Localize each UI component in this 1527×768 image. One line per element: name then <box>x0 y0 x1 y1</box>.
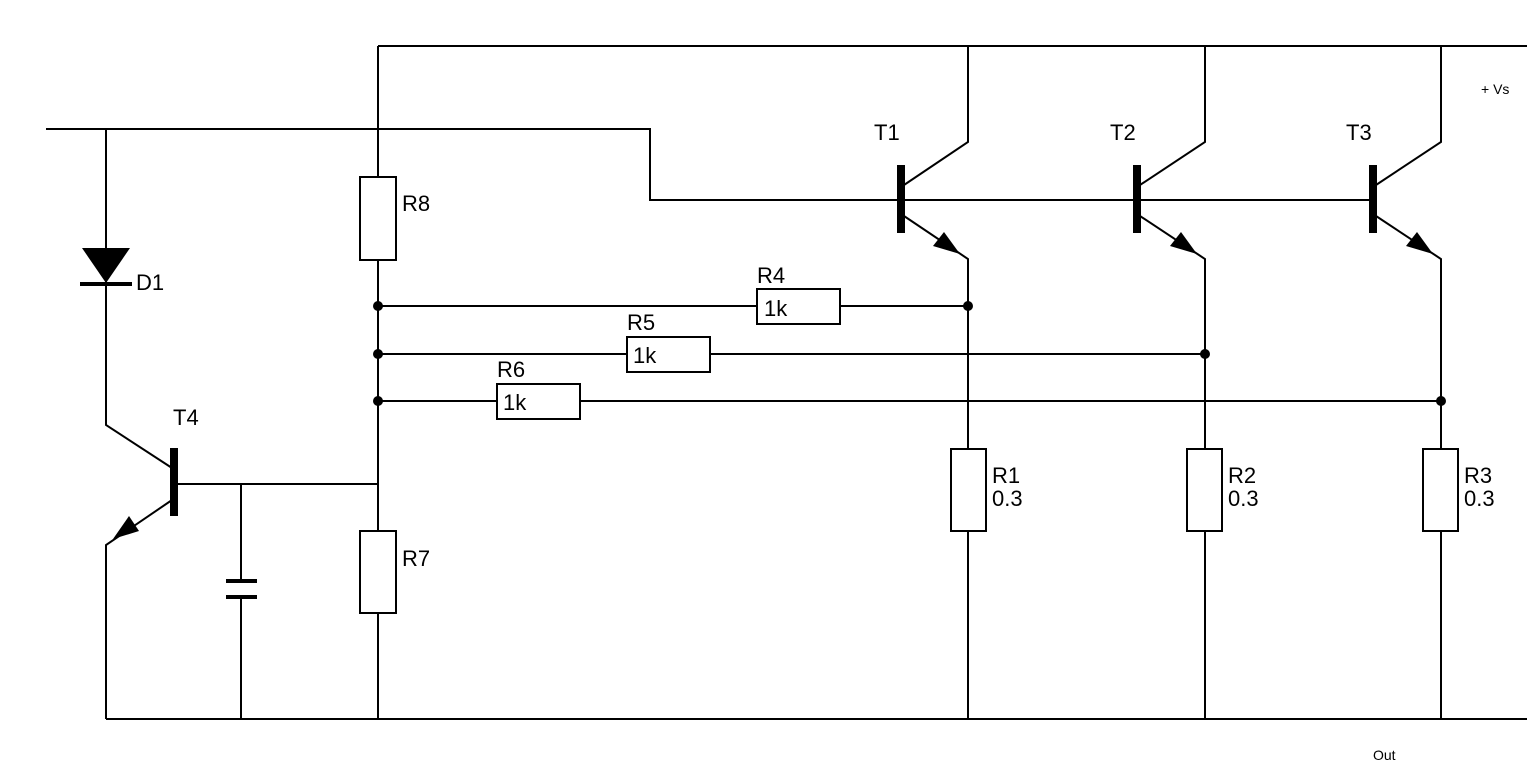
wires <box>46 45 1527 720</box>
label-d1: D1 <box>136 270 164 295</box>
label-output: Out <box>1373 747 1396 763</box>
transistor-t4 <box>113 448 178 539</box>
label-r8: R8 <box>402 191 430 216</box>
resistor-r8 <box>359 176 397 261</box>
label-t2: T2 <box>1110 120 1136 145</box>
resistor-r7 <box>359 530 397 614</box>
transistor-t2 <box>1133 165 1197 254</box>
t3-emitter-wire <box>1375 215 1442 719</box>
t2-emitter-wire <box>1139 215 1206 719</box>
t4-emitter-arrow <box>113 516 139 539</box>
value-r4: 1k <box>764 296 788 321</box>
resistor-r3 <box>1422 448 1459 532</box>
value-r1: 0.3 <box>992 486 1023 511</box>
bias-line <box>46 128 1373 201</box>
resistor-r1 <box>950 448 987 532</box>
junction-dot <box>373 349 383 359</box>
t1-emitter-wire <box>903 215 969 719</box>
junction-dot <box>373 396 383 406</box>
resistor-r4 <box>756 288 841 325</box>
label-r6: R6 <box>497 357 525 382</box>
transistor-t1 <box>897 165 960 254</box>
label-r1: R1 <box>992 463 1020 488</box>
junction-dot <box>963 301 973 311</box>
t3-emitter-arrow <box>1406 232 1433 254</box>
label-r7: R7 <box>402 546 430 571</box>
t1-emitter-arrow <box>933 232 960 254</box>
label-t4: T4 <box>173 405 199 430</box>
diode-d1 <box>80 248 132 286</box>
value-r5: 1k <box>633 343 657 368</box>
junction-dot <box>373 301 383 311</box>
resistor-r5 <box>626 336 711 373</box>
value-r6: 1k <box>503 390 527 415</box>
t2-emitter-arrow <box>1170 232 1197 254</box>
t4-emitter-wire <box>105 499 173 719</box>
t1-collector-wire <box>903 46 969 186</box>
label-t1: T1 <box>874 120 900 145</box>
capacitor <box>226 579 257 599</box>
resistors <box>359 176 1459 614</box>
d1-branch <box>105 129 173 469</box>
label-r5: R5 <box>627 310 655 335</box>
label-t3: T3 <box>1346 120 1372 145</box>
transistor-t3 <box>1369 165 1433 254</box>
junction-dot <box>1436 396 1446 406</box>
d1-triangle <box>82 248 130 283</box>
label-supply: + Vs <box>1481 81 1509 97</box>
junction-dot <box>1200 349 1210 359</box>
resistor-r6 <box>496 383 581 420</box>
t3-collector-wire <box>1375 46 1442 186</box>
junctions <box>373 301 1446 406</box>
label-r2: R2 <box>1228 463 1256 488</box>
label-r4: R4 <box>757 263 785 288</box>
labels: T1 T2 T3 T4 D1 R8 R7 R4 1k R5 1k R6 1k R… <box>136 81 1509 763</box>
label-r3: R3 <box>1464 463 1492 488</box>
t2-collector-wire <box>1139 46 1206 186</box>
resistor-r2 <box>1186 448 1223 532</box>
value-r3: 0.3 <box>1464 486 1495 511</box>
value-r2: 0.3 <box>1228 486 1259 511</box>
